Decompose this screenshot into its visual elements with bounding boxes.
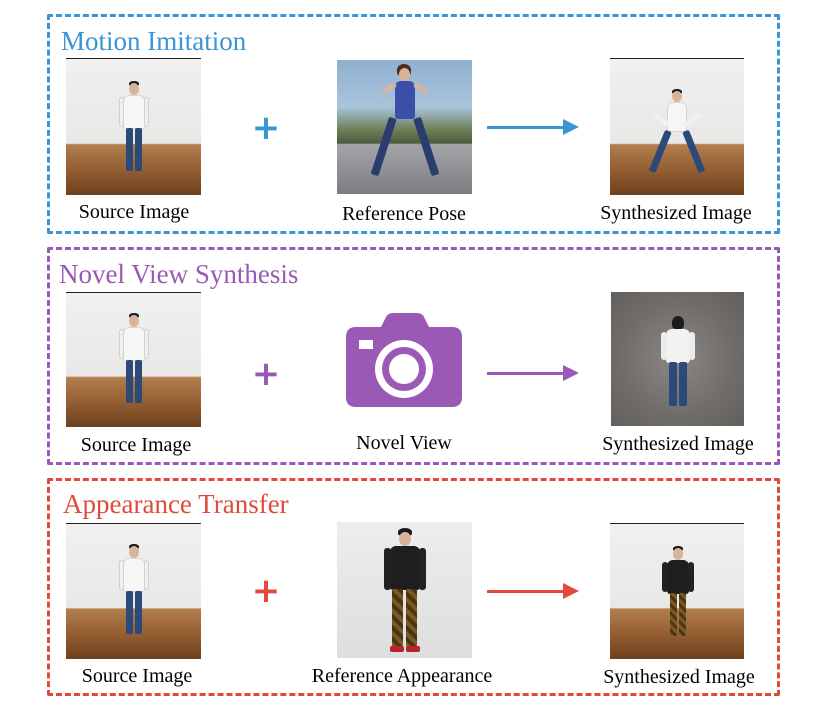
plus-icon: +	[252, 111, 281, 145]
source-image-caption: Source Image	[82, 666, 193, 686]
reference-appearance-image	[337, 522, 472, 658]
reference-pose-caption: Reference Pose	[342, 204, 466, 224]
synthesized-image-caption: Synthesized Image	[600, 203, 752, 223]
person-figure	[119, 544, 149, 636]
person-figure-transferred	[662, 546, 694, 638]
person-figure-back-view	[661, 316, 695, 408]
synthesized-image-caption: Synthesized Image	[603, 667, 755, 687]
source-image	[66, 292, 201, 427]
novel-view-caption: Novel View	[356, 433, 452, 453]
right-arrow-icon	[487, 590, 575, 593]
reference-appearance-caption: Reference Appearance	[312, 666, 492, 686]
synthesized-image-caption: Synthesized Image	[602, 434, 754, 454]
source-image-caption: Source Image	[79, 202, 190, 222]
novel-view-title: Novel View Synthesis	[59, 261, 298, 288]
right-arrow-icon	[487, 372, 575, 375]
dancer-figure	[377, 64, 433, 190]
synthesized-image	[611, 292, 744, 426]
source-image	[66, 523, 201, 659]
source-image-caption: Source Image	[81, 435, 192, 455]
person-figure-posed	[647, 89, 707, 175]
source-image	[66, 58, 201, 195]
camera-icon	[346, 313, 462, 407]
person-figure	[119, 81, 149, 173]
person-figure	[119, 313, 149, 405]
plus-icon: +	[252, 357, 281, 391]
right-arrow-icon	[487, 126, 575, 129]
motion-imitation-title: Motion Imitation	[61, 28, 246, 55]
plus-icon: +	[252, 574, 281, 608]
reference-pose-image	[337, 60, 472, 194]
synthesized-image	[610, 58, 744, 195]
appearance-transfer-title: Appearance Transfer	[63, 491, 289, 518]
synthesized-image	[610, 523, 744, 659]
model-figure	[382, 528, 428, 656]
